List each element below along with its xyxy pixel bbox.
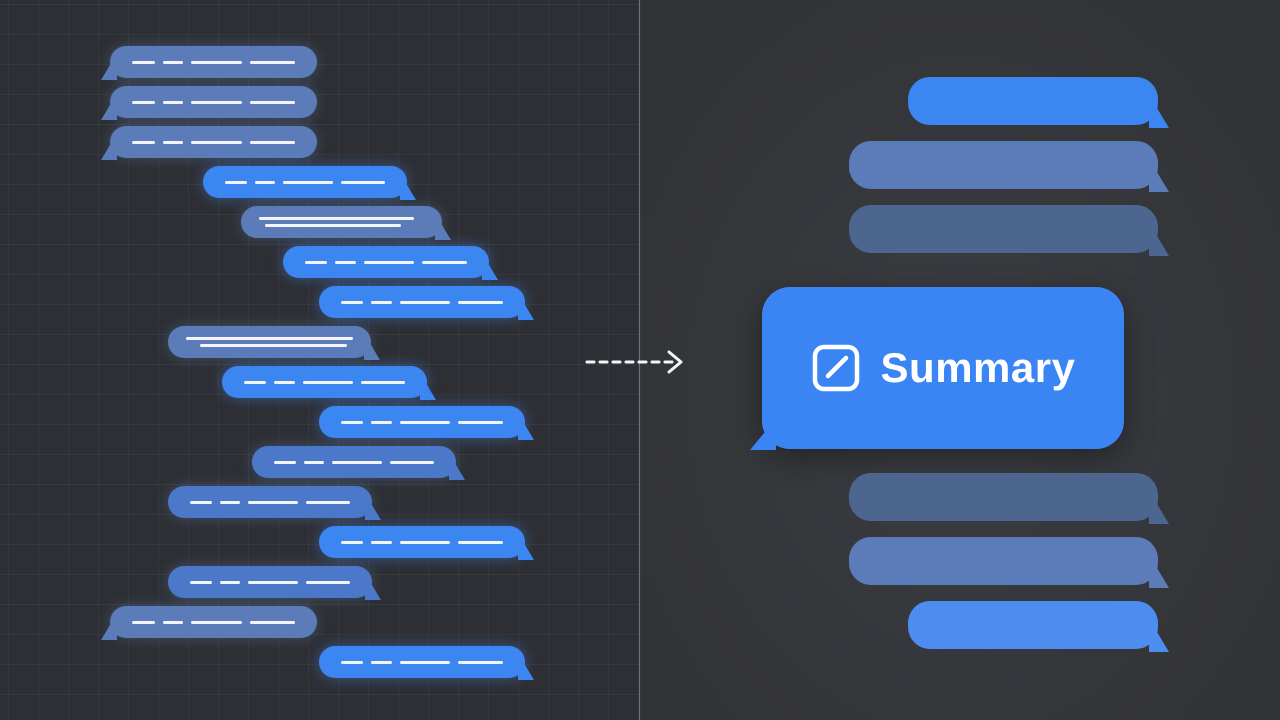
summary-bubble[interactable]: Summary (762, 287, 1124, 449)
chat-bubble (110, 126, 317, 158)
chat-bubble (908, 601, 1158, 649)
chat-bubble (222, 366, 427, 398)
chat-bubble (319, 286, 525, 318)
chat-bubble (319, 646, 525, 678)
chat-bubble (168, 326, 371, 358)
chat-bubble (168, 486, 372, 518)
dashed-right-arrow-icon (585, 350, 683, 374)
chat-bubble (203, 166, 407, 198)
chat-bubble (849, 205, 1158, 253)
compose-square-icon (812, 344, 859, 392)
chat-bubble (252, 446, 456, 478)
chat-bubble (110, 606, 317, 638)
panel-divider (639, 0, 640, 720)
summary-panel: Summary (641, 0, 1280, 720)
chat-bubble (849, 473, 1158, 521)
summary-label: Summary (880, 344, 1076, 391)
chat-bubble (319, 526, 525, 558)
chat-bubble (849, 537, 1158, 585)
chat-thread-panel (0, 0, 640, 720)
chat-bubble (283, 246, 489, 278)
chat-bubble (319, 406, 525, 438)
chat-bubble (168, 566, 372, 598)
chat-bubble (110, 46, 317, 78)
chat-bubble (849, 141, 1158, 189)
chat-bubble (241, 206, 442, 238)
chat-bubble (908, 77, 1158, 125)
chat-bubble (110, 86, 317, 118)
